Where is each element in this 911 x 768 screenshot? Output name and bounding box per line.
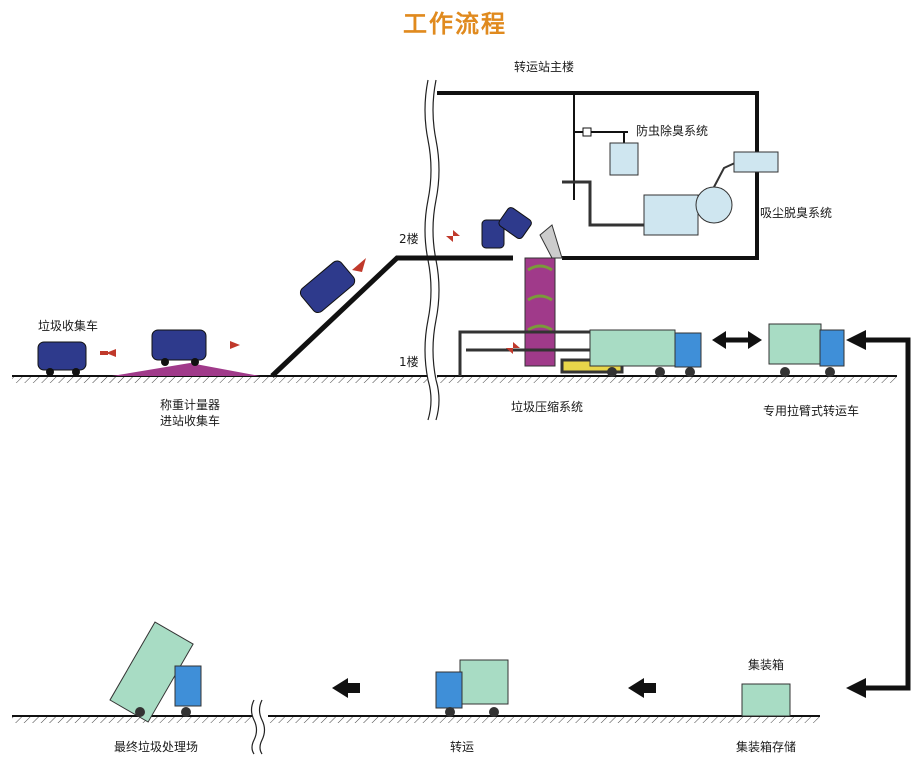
label-main-building: 转运站主楼	[514, 60, 575, 74]
transfer-truck	[435, 659, 509, 717]
hook-truck-upper	[768, 323, 845, 377]
label-landfill: 最终垃圾处理场	[113, 740, 199, 754]
landfill-dump-truck	[109, 621, 202, 723]
weighing-platform	[112, 363, 260, 376]
label-transfer: 转运	[449, 740, 475, 754]
label-container-storage: 集装箱存储	[735, 740, 797, 754]
ramp	[270, 255, 513, 378]
collection-truck-dumping	[481, 207, 532, 249]
label-hook-truck: 专用拉臂式转运车	[762, 404, 860, 418]
red-flow-arrows	[100, 230, 520, 357]
return-line	[846, 330, 911, 698]
collection-truck-ramp	[299, 260, 356, 314]
label-dust-system: 吸尘脱臭系统	[760, 206, 833, 220]
label-collection-truck: 垃圾收集车	[38, 319, 99, 333]
storage-container	[741, 683, 791, 717]
label-weighing-2: 进站收集车	[159, 414, 221, 428]
label-container: 集装箱	[747, 658, 785, 672]
double-arrow	[712, 331, 762, 349]
break-mark-top	[424, 79, 440, 421]
page-title: 工作流程	[403, 10, 507, 38]
ground-upper	[12, 375, 897, 383]
ground-lower	[12, 715, 820, 723]
compactor-tower	[524, 224, 563, 367]
label-floor1: 1楼	[399, 355, 419, 369]
label-compaction-system: 垃圾压缩系统	[510, 400, 584, 414]
dust-system-unit	[562, 151, 779, 236]
label-weighing-1: 称重计量器	[159, 398, 221, 412]
odor-system-unit	[574, 127, 639, 176]
loading-container	[589, 329, 702, 377]
label-floor2: 2楼	[399, 232, 419, 246]
lower-arrows	[332, 678, 656, 698]
label-odor-system: 防虫除臭系统	[636, 124, 709, 138]
collection-truck-2	[151, 329, 207, 366]
collection-truck-1	[37, 341, 87, 376]
break-mark-bottom	[250, 699, 266, 755]
